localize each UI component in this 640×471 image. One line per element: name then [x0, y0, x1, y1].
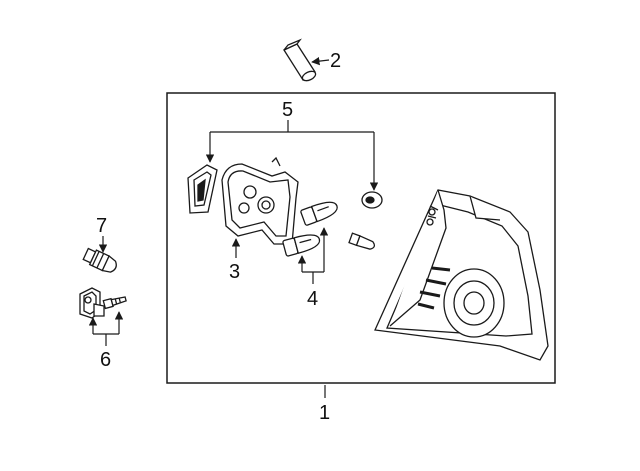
leader-4 [297, 227, 329, 284]
leader-5 [205, 120, 379, 191]
callout-1: 1 [319, 402, 330, 424]
leader-2 [311, 56, 330, 66]
standoff-spacer-icon [283, 38, 317, 82]
gasket-icon [187, 164, 218, 214]
mounting-bracket-icon [79, 287, 105, 319]
callout-2: 2 [330, 50, 341, 72]
wedge-bulb-icon [348, 232, 376, 250]
callout-5: 5 [282, 99, 293, 121]
callout-7: 7 [96, 215, 107, 237]
callout-4: 4 [307, 288, 318, 310]
callout-6: 6 [100, 349, 111, 371]
wedge-bulb-socket-icon [82, 247, 117, 273]
tail-lamp-assembly-icon [374, 189, 549, 361]
brake-turn-bulbs-icon [282, 201, 338, 257]
leader-6 [88, 311, 124, 346]
grommet-icon [361, 191, 383, 209]
screw-icon [102, 296, 127, 310]
bulb-socket-carrier-icon [221, 156, 299, 245]
callout-3: 3 [229, 261, 240, 283]
assembly-frame [166, 92, 556, 384]
